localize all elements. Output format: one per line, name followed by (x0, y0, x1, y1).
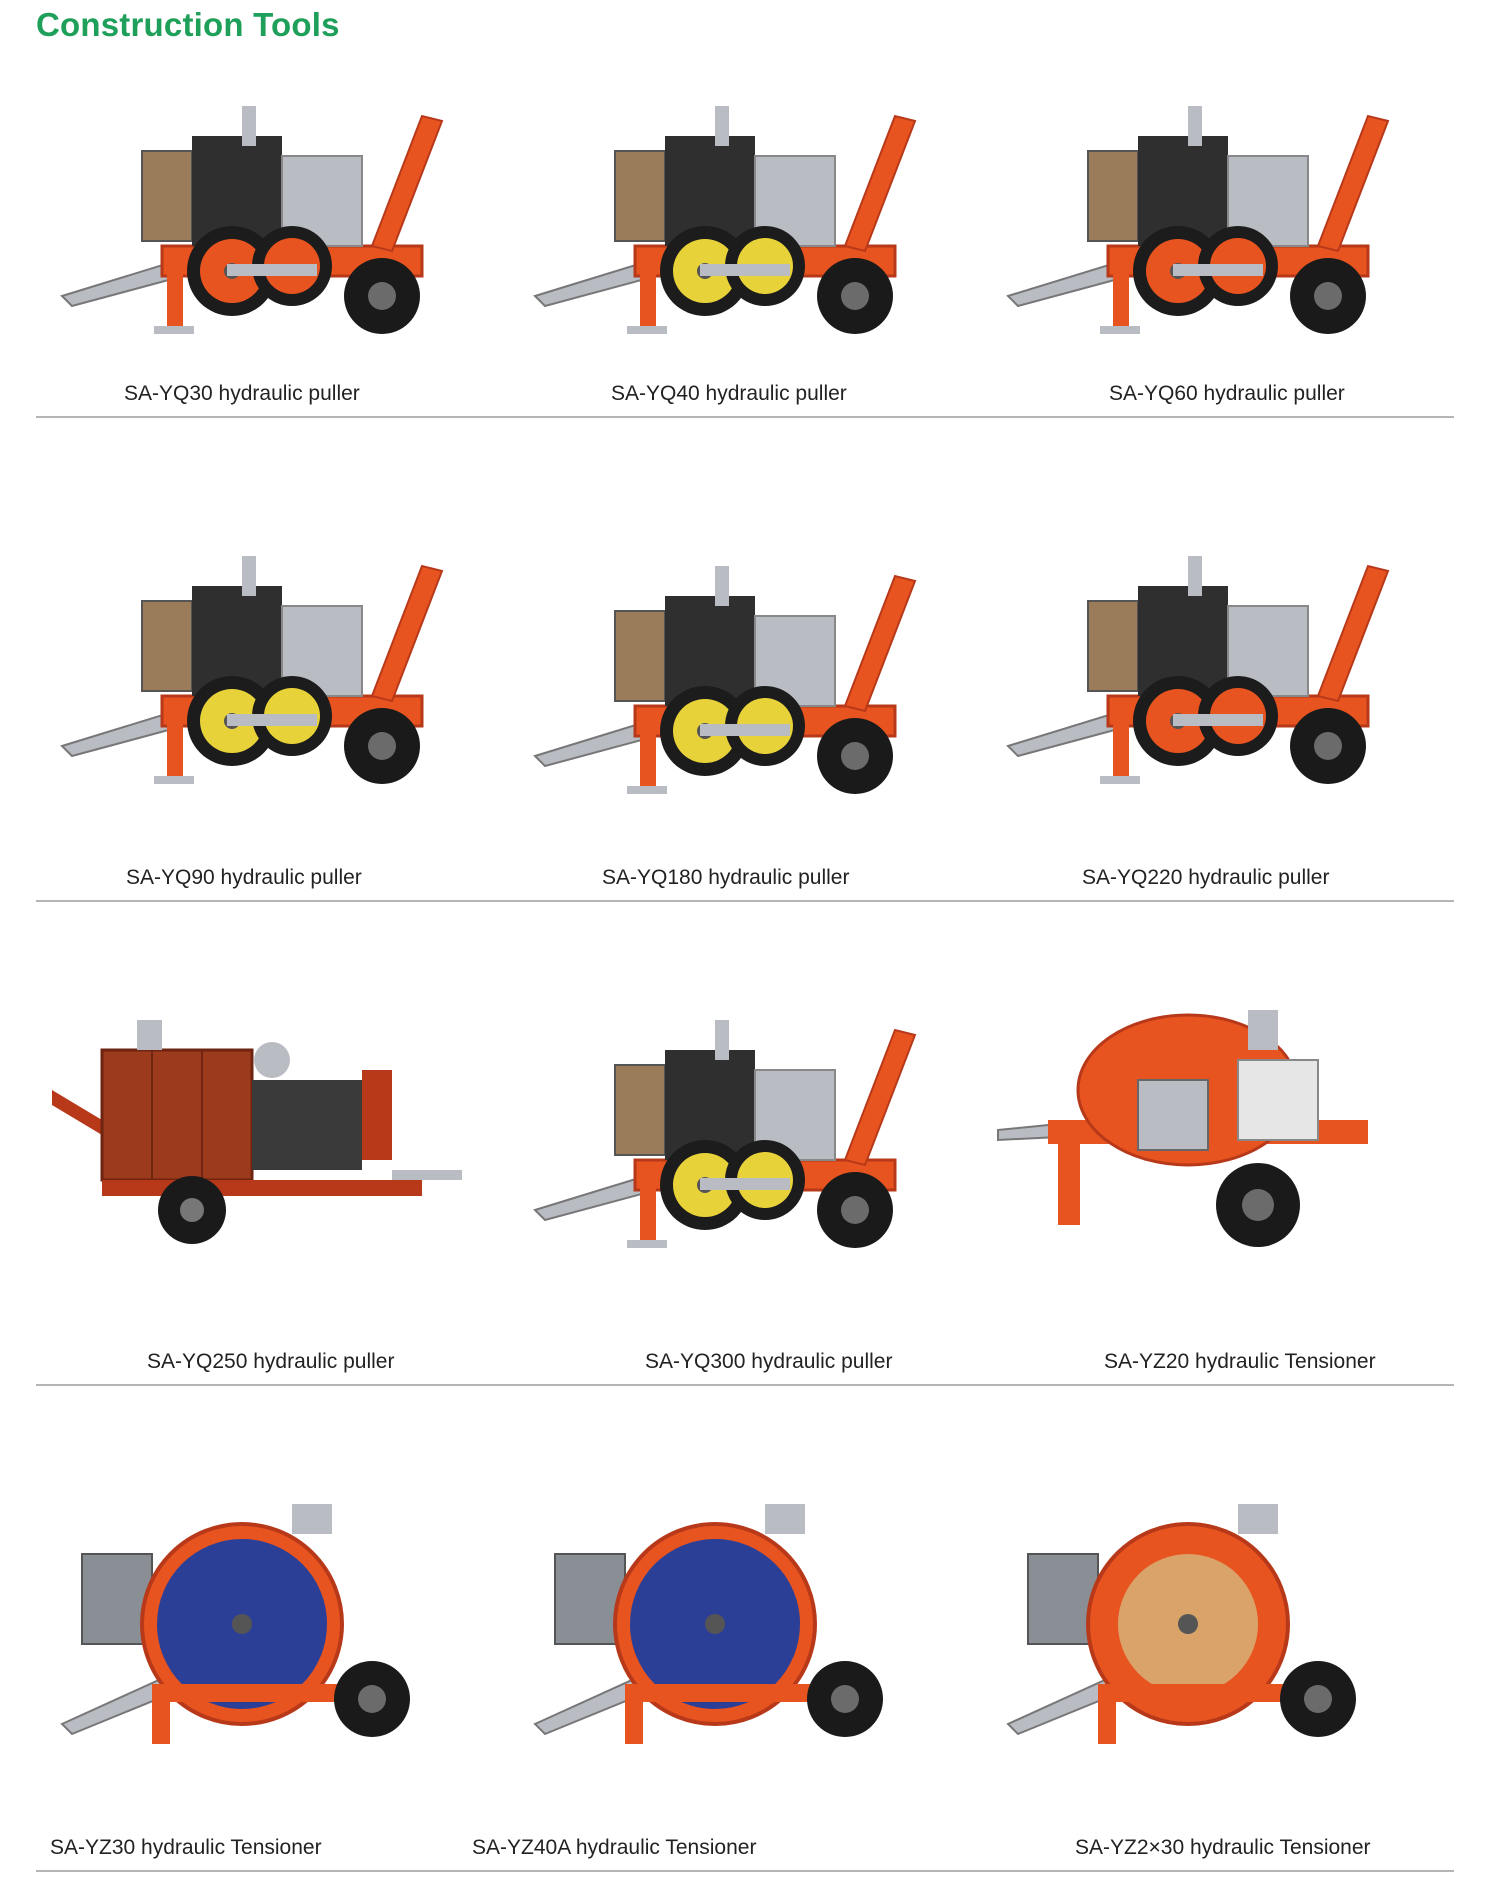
page-title: Construction Tools (36, 6, 340, 43)
product-photo (988, 56, 1448, 396)
product-card: SA-YZ20 hydraulic Tensioner (982, 900, 1454, 1384)
hydraulic-tensioner-photo (533, 1504, 883, 1744)
hydraulic-tensioner-photo (1006, 1504, 1356, 1744)
product-caption: SA-YQ180 hydraulic puller (602, 866, 850, 889)
hydraulic-puller-photo (60, 106, 444, 334)
product-photo (42, 506, 502, 846)
hydraulic-puller-photo (52, 1020, 462, 1244)
product-photo (515, 1454, 975, 1794)
product-caption: SA-YQ90 hydraulic puller (126, 866, 362, 889)
product-photo (515, 516, 975, 856)
product-caption: SA-YZ40A hydraulic Tensioner (472, 1836, 757, 1859)
product-card: SA-YQ250 hydraulic puller (36, 900, 508, 1384)
hydraulic-tensioner-photo (997, 1010, 1368, 1247)
product-caption: SA-YQ300 hydraulic puller (645, 1350, 893, 1373)
hydraulic-puller-photo (60, 556, 444, 784)
hydraulic-puller-photo (533, 566, 917, 794)
product-row: SA-YQ250 hydraulic puller SA-YQ300 hydra… (36, 900, 1454, 1386)
product-caption: SA-YQ60 hydraulic puller (1109, 382, 1345, 405)
product-card: SA-YQ30 hydraulic puller (36, 56, 508, 416)
product-photo (515, 970, 975, 1310)
product-photo (42, 56, 502, 396)
product-caption: SA-YQ40 hydraulic puller (611, 382, 847, 405)
product-card: SA-YQ90 hydraulic puller (36, 416, 508, 900)
product-row: SA-YZ30 hydraulic Tensioner SA-YZ40A hyd… (36, 1384, 1454, 1872)
hydraulic-puller-photo (533, 106, 917, 334)
product-caption: SA-YQ220 hydraulic puller (1082, 866, 1330, 889)
product-card: SA-YQ300 hydraulic puller (509, 900, 981, 1384)
hydraulic-puller-photo (1006, 106, 1390, 334)
product-card: SA-YZ30 hydraulic Tensioner (36, 1384, 508, 1870)
hydraulic-puller-photo (1006, 556, 1390, 784)
product-photo (515, 56, 975, 396)
product-photo (988, 1454, 1448, 1794)
product-card: SA-YQ220 hydraulic puller (982, 416, 1454, 900)
product-caption: SA-YZ30 hydraulic Tensioner (50, 1836, 322, 1859)
product-caption: SA-YZ20 hydraulic Tensioner (1104, 1350, 1376, 1373)
product-caption: SA-YZ2×30 hydraulic Tensioner (1075, 1836, 1371, 1859)
product-photo (42, 1454, 502, 1794)
hydraulic-tensioner-photo (60, 1504, 410, 1744)
product-caption: SA-YQ250 hydraulic puller (147, 1350, 395, 1373)
product-photo (42, 970, 502, 1310)
hydraulic-puller-photo (533, 1020, 917, 1248)
product-card: SA-YZ2×30 hydraulic Tensioner (982, 1384, 1454, 1870)
product-row: SA-YQ90 hydraulic puller SA-YQ180 hydrau… (36, 416, 1454, 902)
product-row: SA-YQ30 hydraulic puller SA-YQ40 hydraul… (36, 56, 1454, 418)
product-photo (988, 970, 1448, 1310)
product-card: SA-YQ60 hydraulic puller (982, 56, 1454, 416)
product-card: SA-YZ40A hydraulic Tensioner (472, 1384, 981, 1870)
product-photo (988, 506, 1448, 846)
product-caption: SA-YQ30 hydraulic puller (124, 382, 360, 405)
product-card: SA-YQ180 hydraulic puller (509, 416, 981, 900)
product-card: SA-YQ40 hydraulic puller (509, 56, 981, 416)
